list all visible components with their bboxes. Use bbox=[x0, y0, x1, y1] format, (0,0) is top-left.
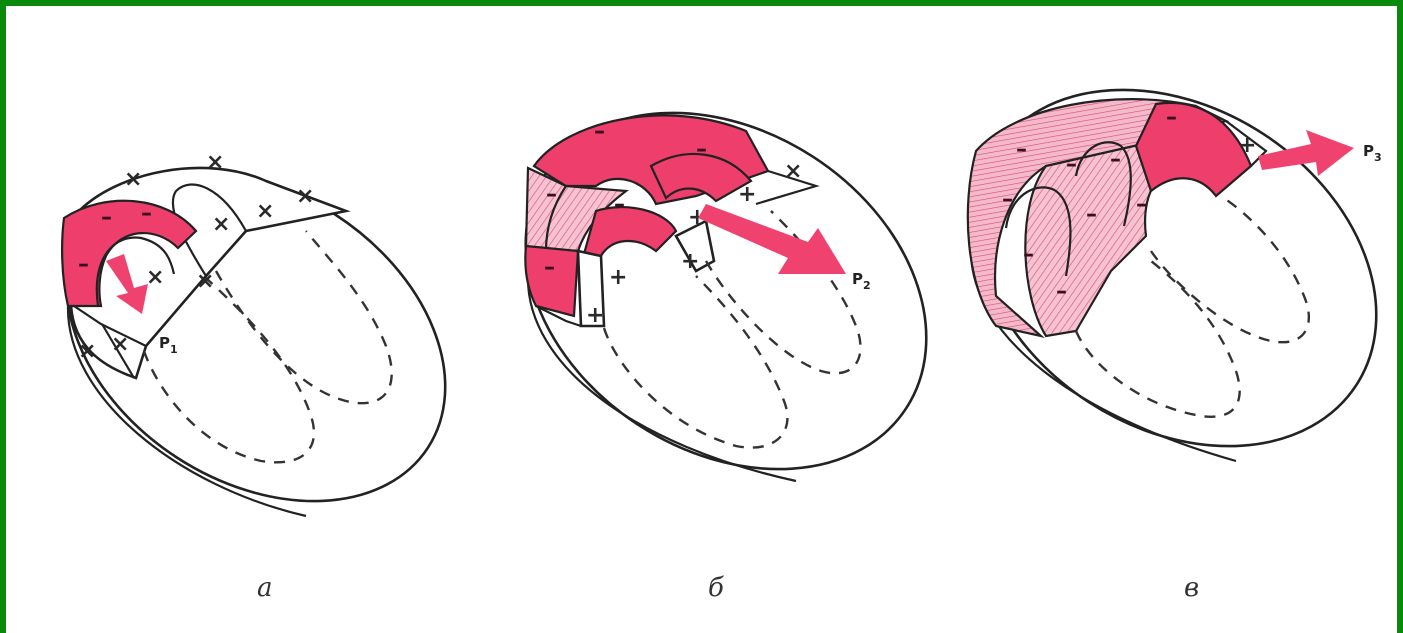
minus-mark: – bbox=[78, 252, 89, 277]
minus-mark: – bbox=[1023, 242, 1034, 267]
heart-depolarization-diagram: × × × × × × × × × – – – P1 а bbox=[6, 6, 1397, 633]
figure-frame: × × × × × × × × × – – – P1 а bbox=[6, 6, 1397, 633]
minus-mark: – bbox=[696, 137, 707, 162]
minus-mark: – bbox=[141, 201, 152, 226]
caption-c: в bbox=[1184, 573, 1199, 603]
plus-mark: × bbox=[206, 150, 224, 175]
minus-mark: – bbox=[544, 255, 555, 280]
plus-mark: × bbox=[784, 159, 802, 184]
plus-mark: + bbox=[738, 182, 756, 207]
plus-mark: × bbox=[111, 332, 129, 357]
plus-mark: + bbox=[681, 249, 699, 274]
minus-mark: – bbox=[1086, 202, 1097, 227]
plus-mark: × bbox=[212, 212, 230, 237]
minus-mark: – bbox=[1002, 187, 1013, 212]
caption-a: а bbox=[257, 573, 273, 603]
heart-b: × + + + + + – – – – – bbox=[459, 40, 994, 543]
plus-mark: × bbox=[196, 269, 214, 294]
heart-c: + – – – – – – – – – bbox=[909, 17, 1397, 520]
plus-mark: × bbox=[296, 184, 314, 209]
panel-a: × × × × × × × × × – – – P1 а bbox=[6, 103, 507, 603]
plus-mark: + bbox=[586, 303, 604, 328]
plus-mark: × bbox=[78, 339, 96, 364]
minus-mark: – bbox=[614, 192, 625, 217]
minus-mark: – bbox=[594, 119, 605, 144]
plus-mark: × bbox=[146, 265, 164, 290]
panel-c: + – – – – – – – – – P3 в bbox=[909, 17, 1397, 603]
heart-a: × × × × × × × × × – – – bbox=[6, 103, 507, 570]
panel-b: × + + + + + – – – – – P2 б bbox=[459, 40, 994, 603]
minus-mark: – bbox=[1110, 147, 1121, 172]
minus-mark: – bbox=[1016, 137, 1027, 162]
minus-mark: – bbox=[1166, 105, 1177, 130]
minus-mark: – bbox=[1066, 152, 1077, 177]
minus-mark: – bbox=[1136, 192, 1147, 217]
plus-mark: × bbox=[124, 167, 142, 192]
minus-mark: – bbox=[101, 205, 112, 230]
vector-label-p3: P3 bbox=[1363, 142, 1382, 164]
minus-mark: – bbox=[1056, 279, 1067, 304]
plus-mark: + bbox=[609, 265, 627, 290]
plus-mark: × bbox=[256, 199, 274, 224]
minus-mark: – bbox=[546, 182, 557, 207]
plus-mark: + bbox=[1238, 133, 1256, 158]
caption-b: б bbox=[708, 573, 724, 603]
